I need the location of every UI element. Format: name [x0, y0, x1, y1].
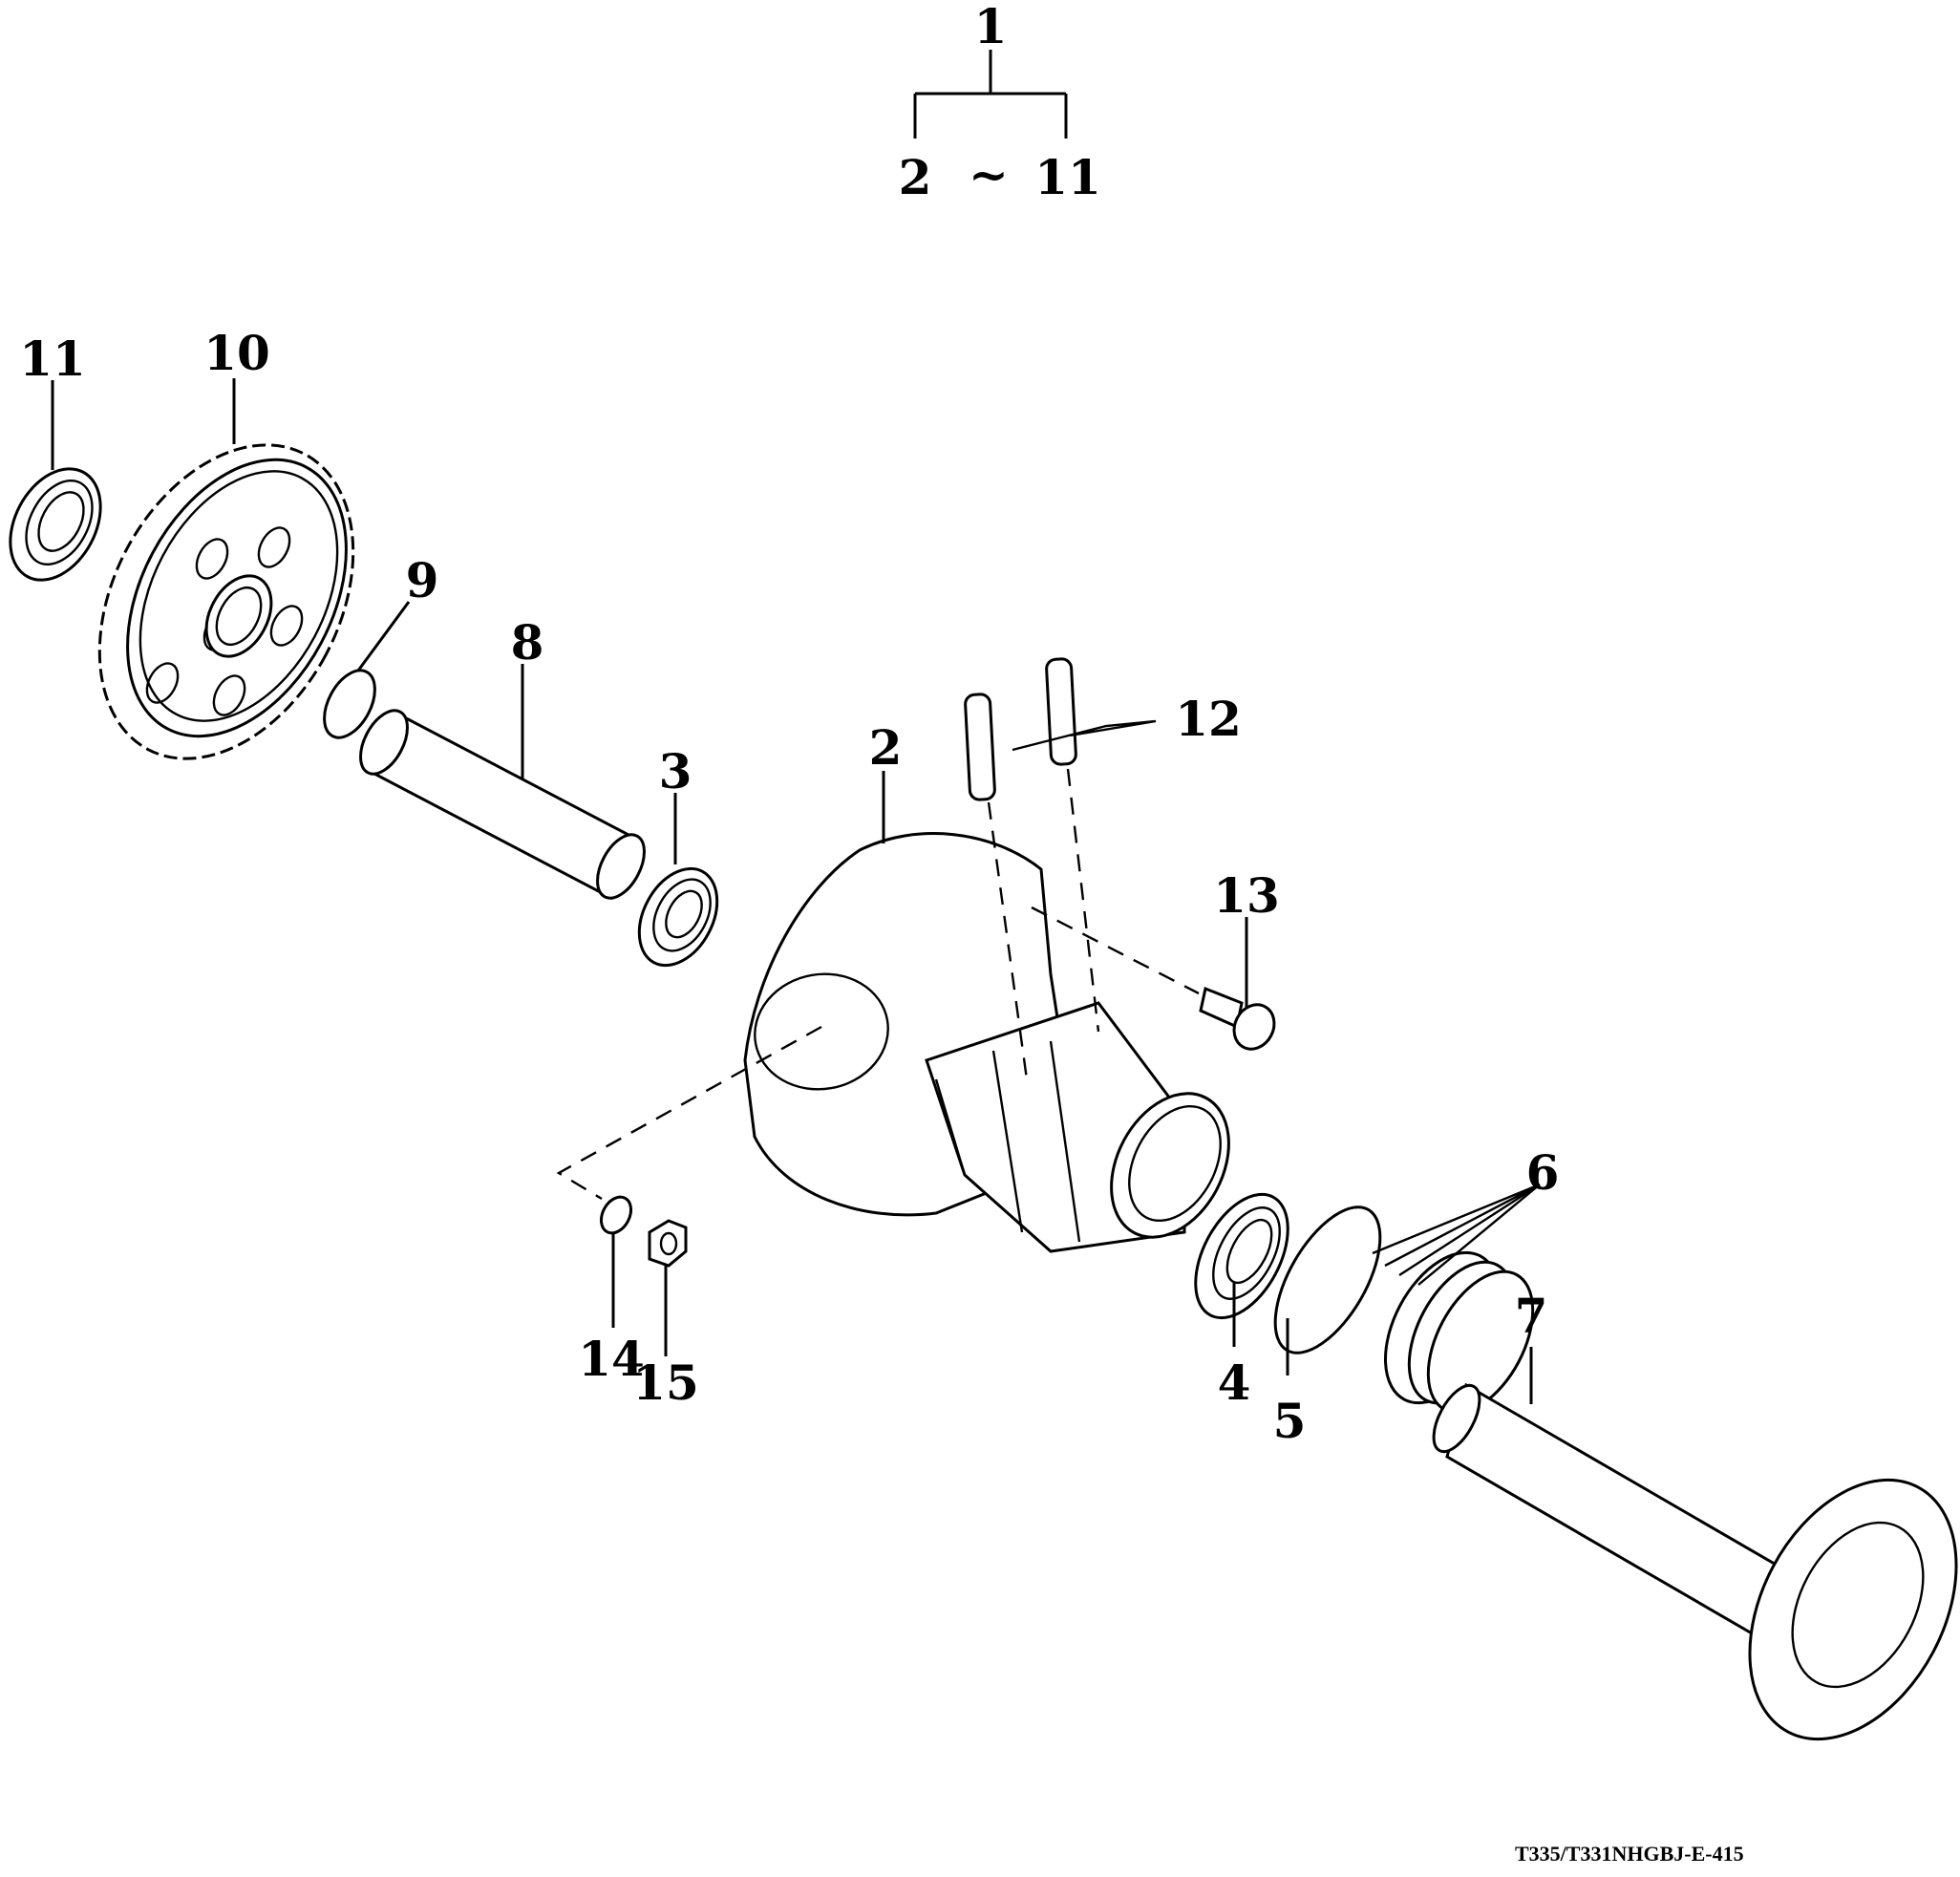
part-11-bearing: 11: [9, 331, 102, 582]
part-8-tube: 8: [359, 614, 646, 901]
assembly-bracket: 1 2 ~ 11: [899, 0, 1101, 205]
callout-6: 6: [1526, 1144, 1560, 1201]
drawing-code: T335/T331NHGBJ-E-415: [1515, 1842, 1744, 1866]
callout-15: 15: [632, 1354, 699, 1411]
callout-13: 13: [1213, 867, 1280, 924]
part-14-washer: 14: [556, 1025, 822, 1387]
label-range-end: 11: [1034, 149, 1101, 205]
part-2-housing: 2: [743, 719, 1230, 1253]
label-range-sep: ~: [969, 146, 1009, 203]
part-15-nut: 15: [632, 1219, 699, 1411]
callout-7: 7: [1515, 1288, 1548, 1344]
callout-11: 11: [19, 331, 86, 387]
callout-14: 14: [578, 1331, 645, 1387]
callout-3: 3: [659, 743, 692, 800]
callout-12: 12: [1175, 691, 1242, 747]
callout-5: 5: [1273, 1393, 1307, 1449]
label-range-start: 2: [899, 149, 932, 205]
part-13-bolt: 13: [1031, 867, 1280, 1051]
callout-8: 8: [511, 614, 544, 671]
bracket-lines: [913, 50, 1068, 139]
part-10-gear: 10: [97, 325, 355, 760]
part-3-bearing: 3: [637, 743, 719, 968]
part-6-seals: 6: [1372, 1144, 1560, 1415]
part-9-circlip: 9: [323, 552, 439, 739]
callout-4: 4: [1218, 1354, 1251, 1411]
part-5-snapring: 5: [1273, 1205, 1382, 1449]
label-1: 1: [974, 0, 1008, 54]
part-4-bearing: 4: [1194, 1192, 1289, 1411]
part-7-shaft: 7: [1432, 1288, 1958, 1741]
callout-9: 9: [406, 552, 439, 608]
callout-10: 10: [203, 325, 270, 381]
part-12-studs: 12: [964, 657, 1242, 1080]
callout-2: 2: [869, 719, 903, 776]
